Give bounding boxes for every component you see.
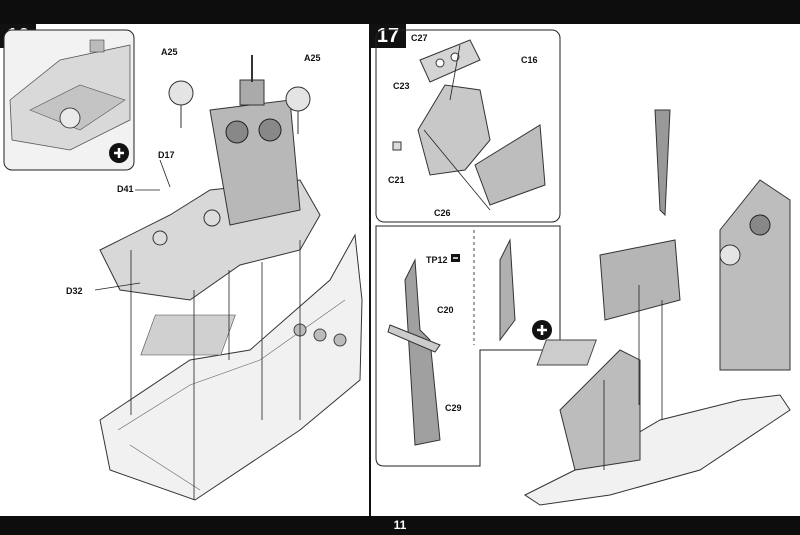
part-label-c27: C27 — [411, 33, 428, 43]
step17-guide-lines — [423, 44, 663, 470]
part-label-tp12: TP12 — [426, 255, 448, 265]
top-bar — [0, 0, 800, 24]
part-label-d32: D32 — [66, 286, 83, 296]
clear-part-icon — [451, 254, 460, 262]
part-label-d41: D41 — [117, 184, 134, 194]
step16-detail-box — [3, 29, 135, 171]
step17-main-assembly — [524, 109, 791, 506]
part-label-c26: C26 — [434, 208, 451, 218]
part-label-a25: A25 — [304, 53, 321, 63]
bottom-bar — [0, 516, 800, 535]
part-label-c20: C20 — [437, 305, 454, 315]
step17-mast-box — [375, 225, 561, 467]
part-label-d17: D17 — [158, 150, 175, 160]
step17-bridge-box — [375, 29, 561, 223]
part-label-c21: C21 — [388, 175, 405, 185]
magnify-plus-icon — [532, 320, 552, 340]
page-number: 11 — [393, 518, 407, 532]
magnify-plus-icon — [109, 143, 129, 163]
page-divider — [369, 24, 371, 516]
part-label-c23: C23 — [393, 81, 410, 91]
step16-guide-lines — [94, 159, 301, 500]
part-label-c29: C29 — [445, 403, 462, 413]
step16-superstructure — [99, 55, 321, 301]
part-label-c16: C16 — [521, 55, 538, 65]
part-label-a25: A25 — [161, 47, 178, 57]
